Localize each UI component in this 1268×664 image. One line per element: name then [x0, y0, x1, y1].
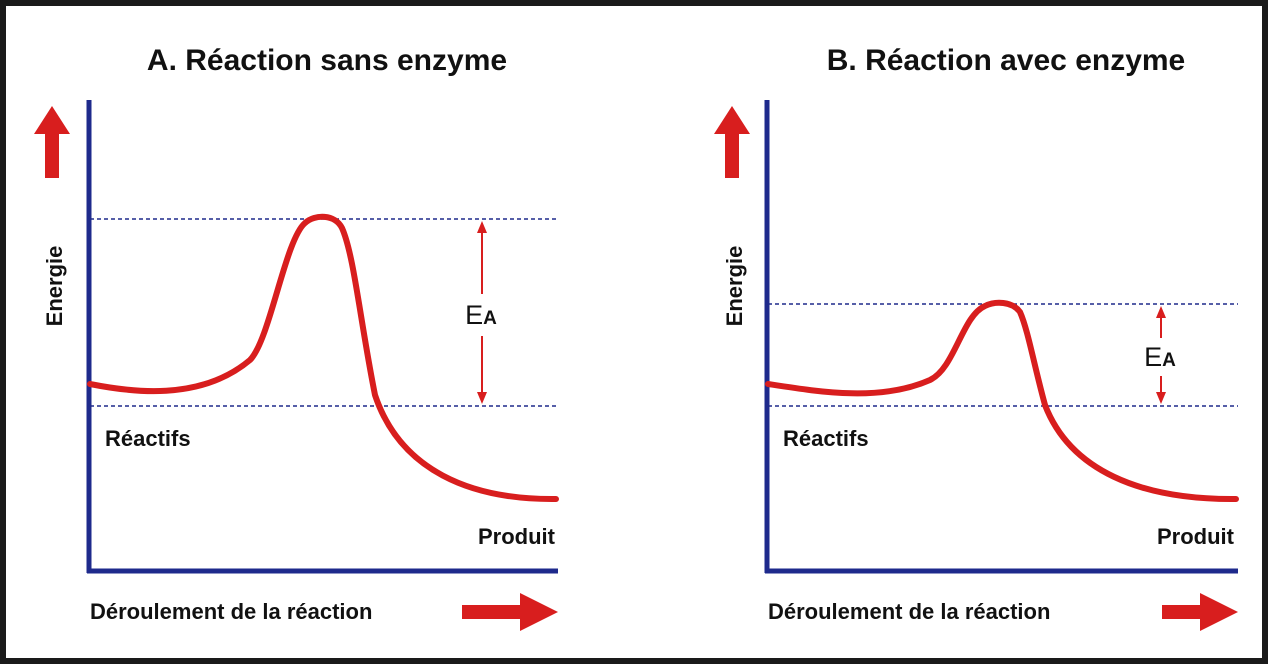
panel-a-title: A. Réaction sans enzyme	[147, 44, 507, 77]
panel-a-x-axis-label: Déroulement de la réaction	[90, 599, 372, 624]
panel-b-x-axis-label: Déroulement de la réaction	[768, 599, 1050, 624]
panel-b-energy-curve	[765, 299, 1239, 503]
panel-b-y-axis-label: Energie	[722, 246, 747, 327]
panel-b: B. Réaction avec enzyme Energie EA Réact…	[714, 44, 1239, 631]
panel-b-reactants-label: Réactifs	[783, 426, 869, 451]
panel-b-ea-label: EA	[1144, 342, 1176, 372]
panel-b-title: B. Réaction avec enzyme	[827, 44, 1186, 77]
panel-b-ea-label-bg	[1134, 338, 1186, 376]
panel-a-x-arrow	[462, 593, 558, 631]
panel-a-ea-label-bg	[455, 294, 507, 336]
panel-b-ea-arrow-head-top	[1156, 306, 1166, 318]
panel-b-x-arrow	[1162, 593, 1238, 631]
panel-a-y-axis-label: Energie	[42, 246, 67, 327]
panel-b-product-label: Produit	[1157, 524, 1235, 549]
panel-a: A. Réaction sans enzyme Energie EA Réact…	[34, 44, 559, 631]
panel-a-product-label: Produit	[478, 524, 556, 549]
panel-b-y-arrow	[714, 106, 750, 178]
panel-b-ea-arrow-head-bottom	[1156, 392, 1166, 404]
panel-a-ea-arrow-head-bottom	[477, 392, 487, 404]
panel-a-energy-curve	[87, 213, 559, 503]
panel-a-ea-arrow-head-top	[477, 221, 487, 233]
panel-a-ea-label: EA	[465, 300, 497, 330]
panel-a-y-arrow	[34, 106, 70, 178]
panel-a-reactants-label: Réactifs	[105, 426, 191, 451]
